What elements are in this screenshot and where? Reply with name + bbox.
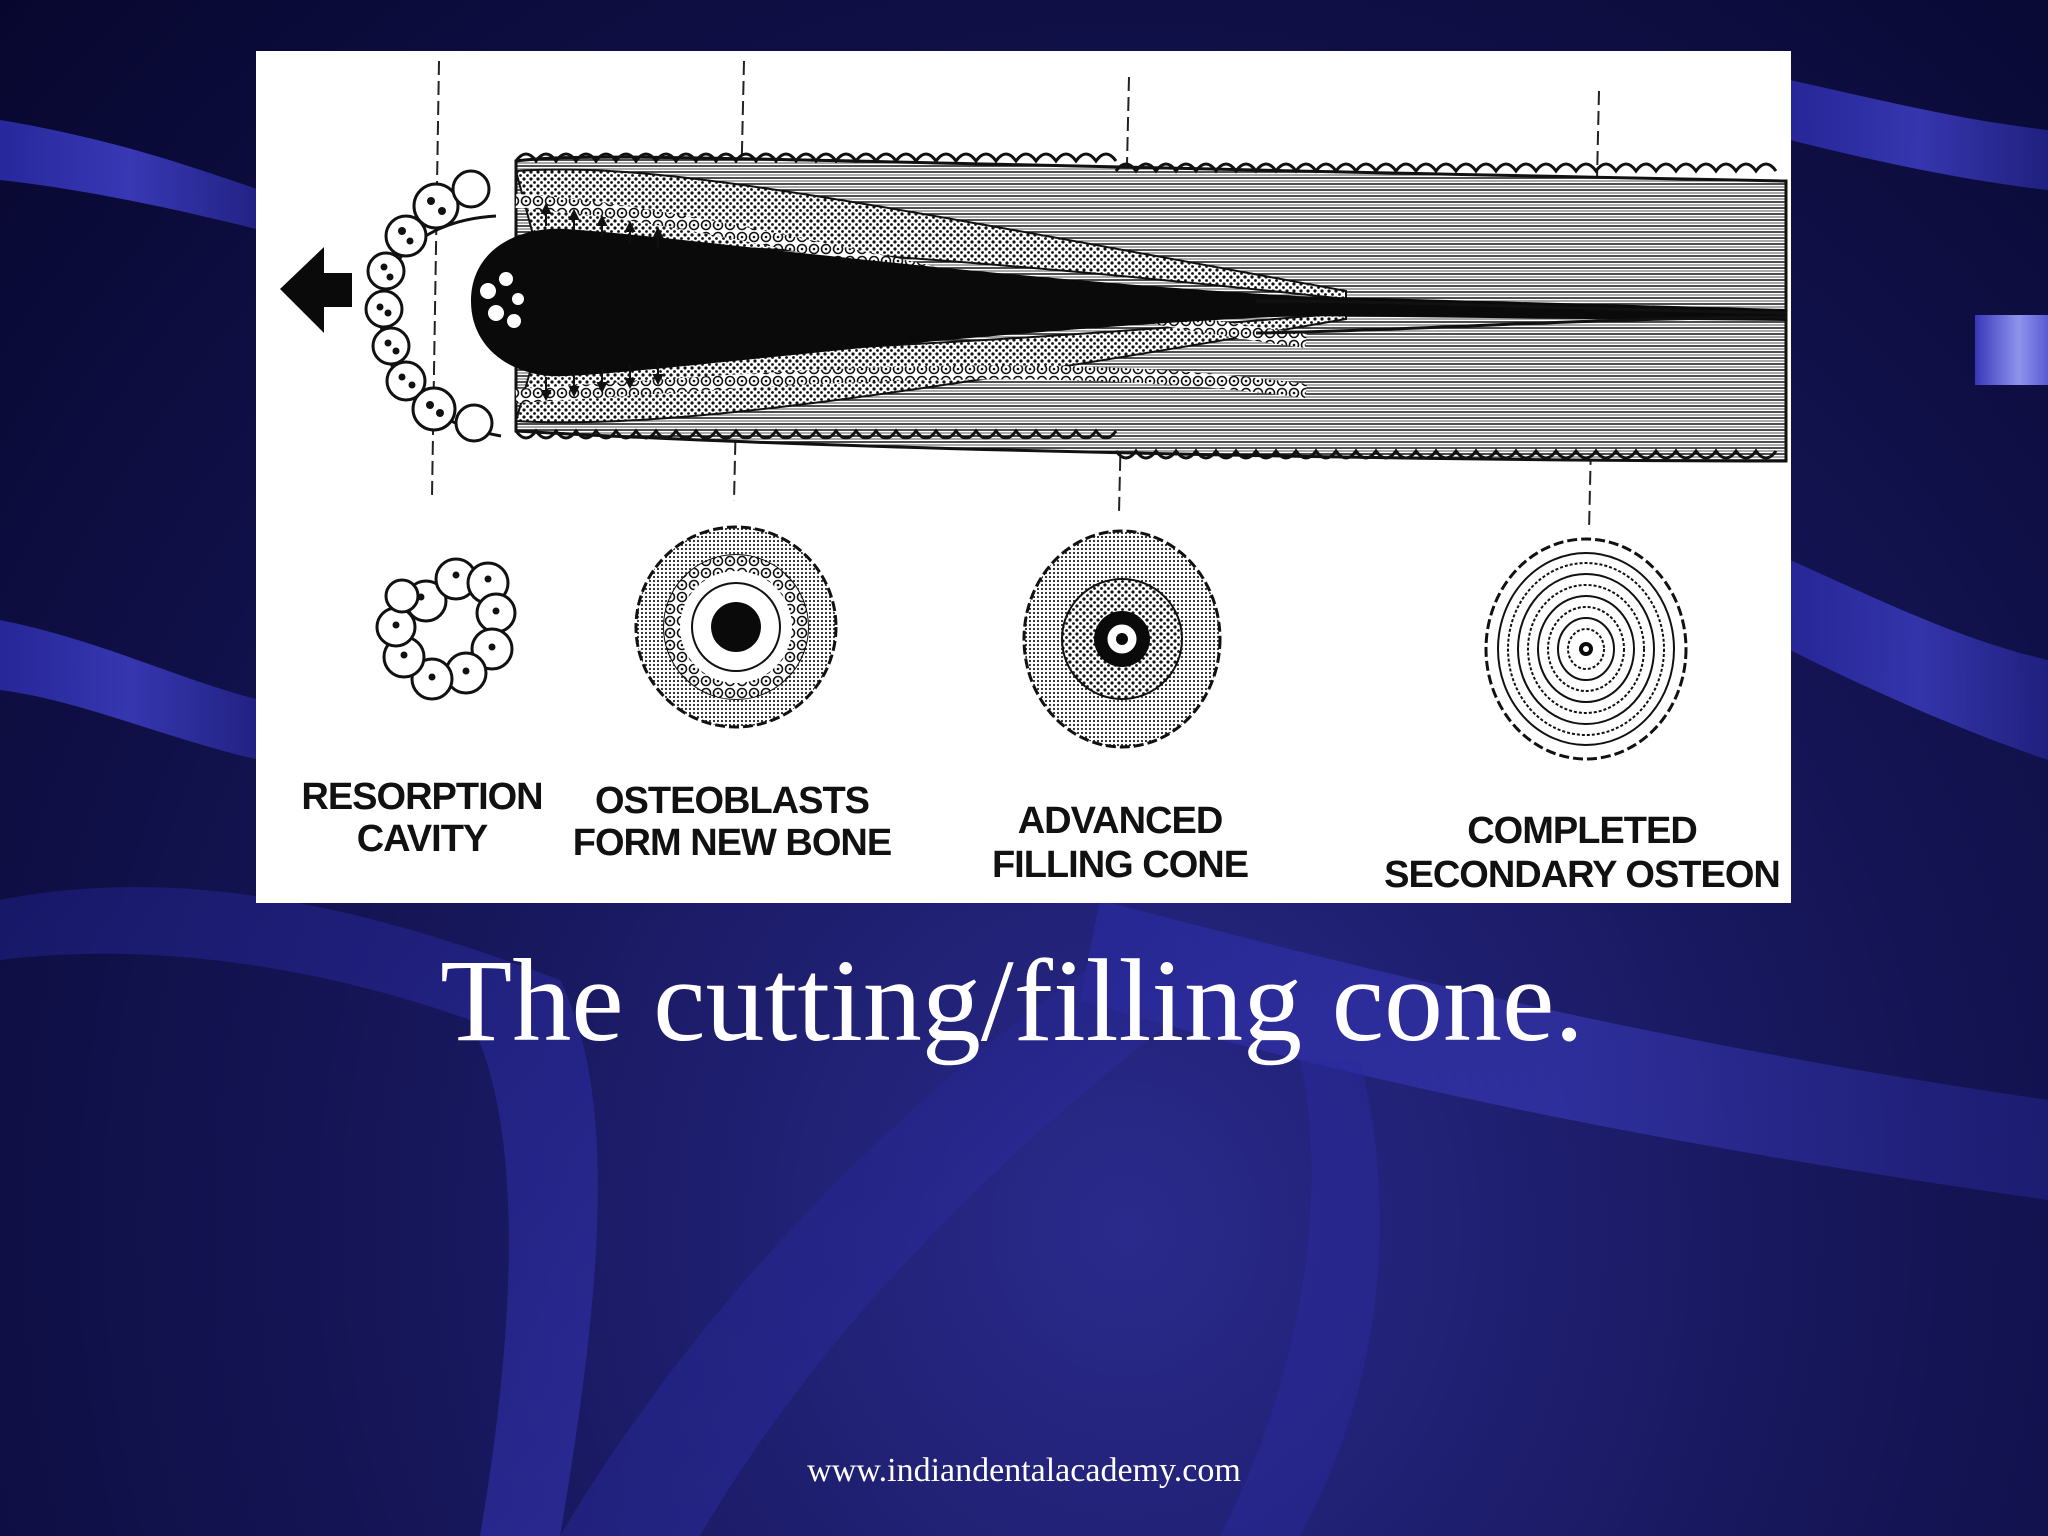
label-completed-line1: COMPLETED — [1467, 810, 1697, 852]
label-resorption-line2: CAVITY — [357, 818, 488, 860]
label-osteoblasts-line1: OSTEOBLASTS — [595, 780, 869, 822]
cross-section-completed-osteon — [1484, 537, 1688, 761]
label-osteoblasts-line2: FORM NEW BONE — [573, 822, 891, 864]
osteoclast-cells — [364, 169, 494, 443]
cross-section-osteoblasts — [634, 525, 838, 729]
label-advanced-line2: FILLING CONE — [992, 844, 1248, 886]
osteon-diagram: RESORPTION CAVITY OSTEOBLASTS FORM NEW B… — [280, 60, 1788, 896]
cross-section-advanced-filling-cone — [1022, 529, 1222, 749]
osteoclast-nuclei — [376, 197, 446, 417]
label-resorption-line1: RESORPTION — [301, 776, 542, 818]
label-advanced-line1: ADVANCED — [1018, 800, 1223, 842]
label-completed-line2: SECONDARY OSTEON — [1384, 854, 1780, 896]
slide-title: The cutting/filling cone. — [440, 935, 1584, 1066]
footer-url: www.indiandentalacademy.com — [807, 1452, 1241, 1489]
left-arrow-icon — [280, 247, 352, 333]
cutting-cone-figure: RESORPTION CAVITY OSTEOBLASTS FORM NEW B… — [256, 51, 1791, 903]
right-edge-tab — [1975, 315, 2048, 385]
cross-section-resorption-cavity — [375, 557, 517, 701]
